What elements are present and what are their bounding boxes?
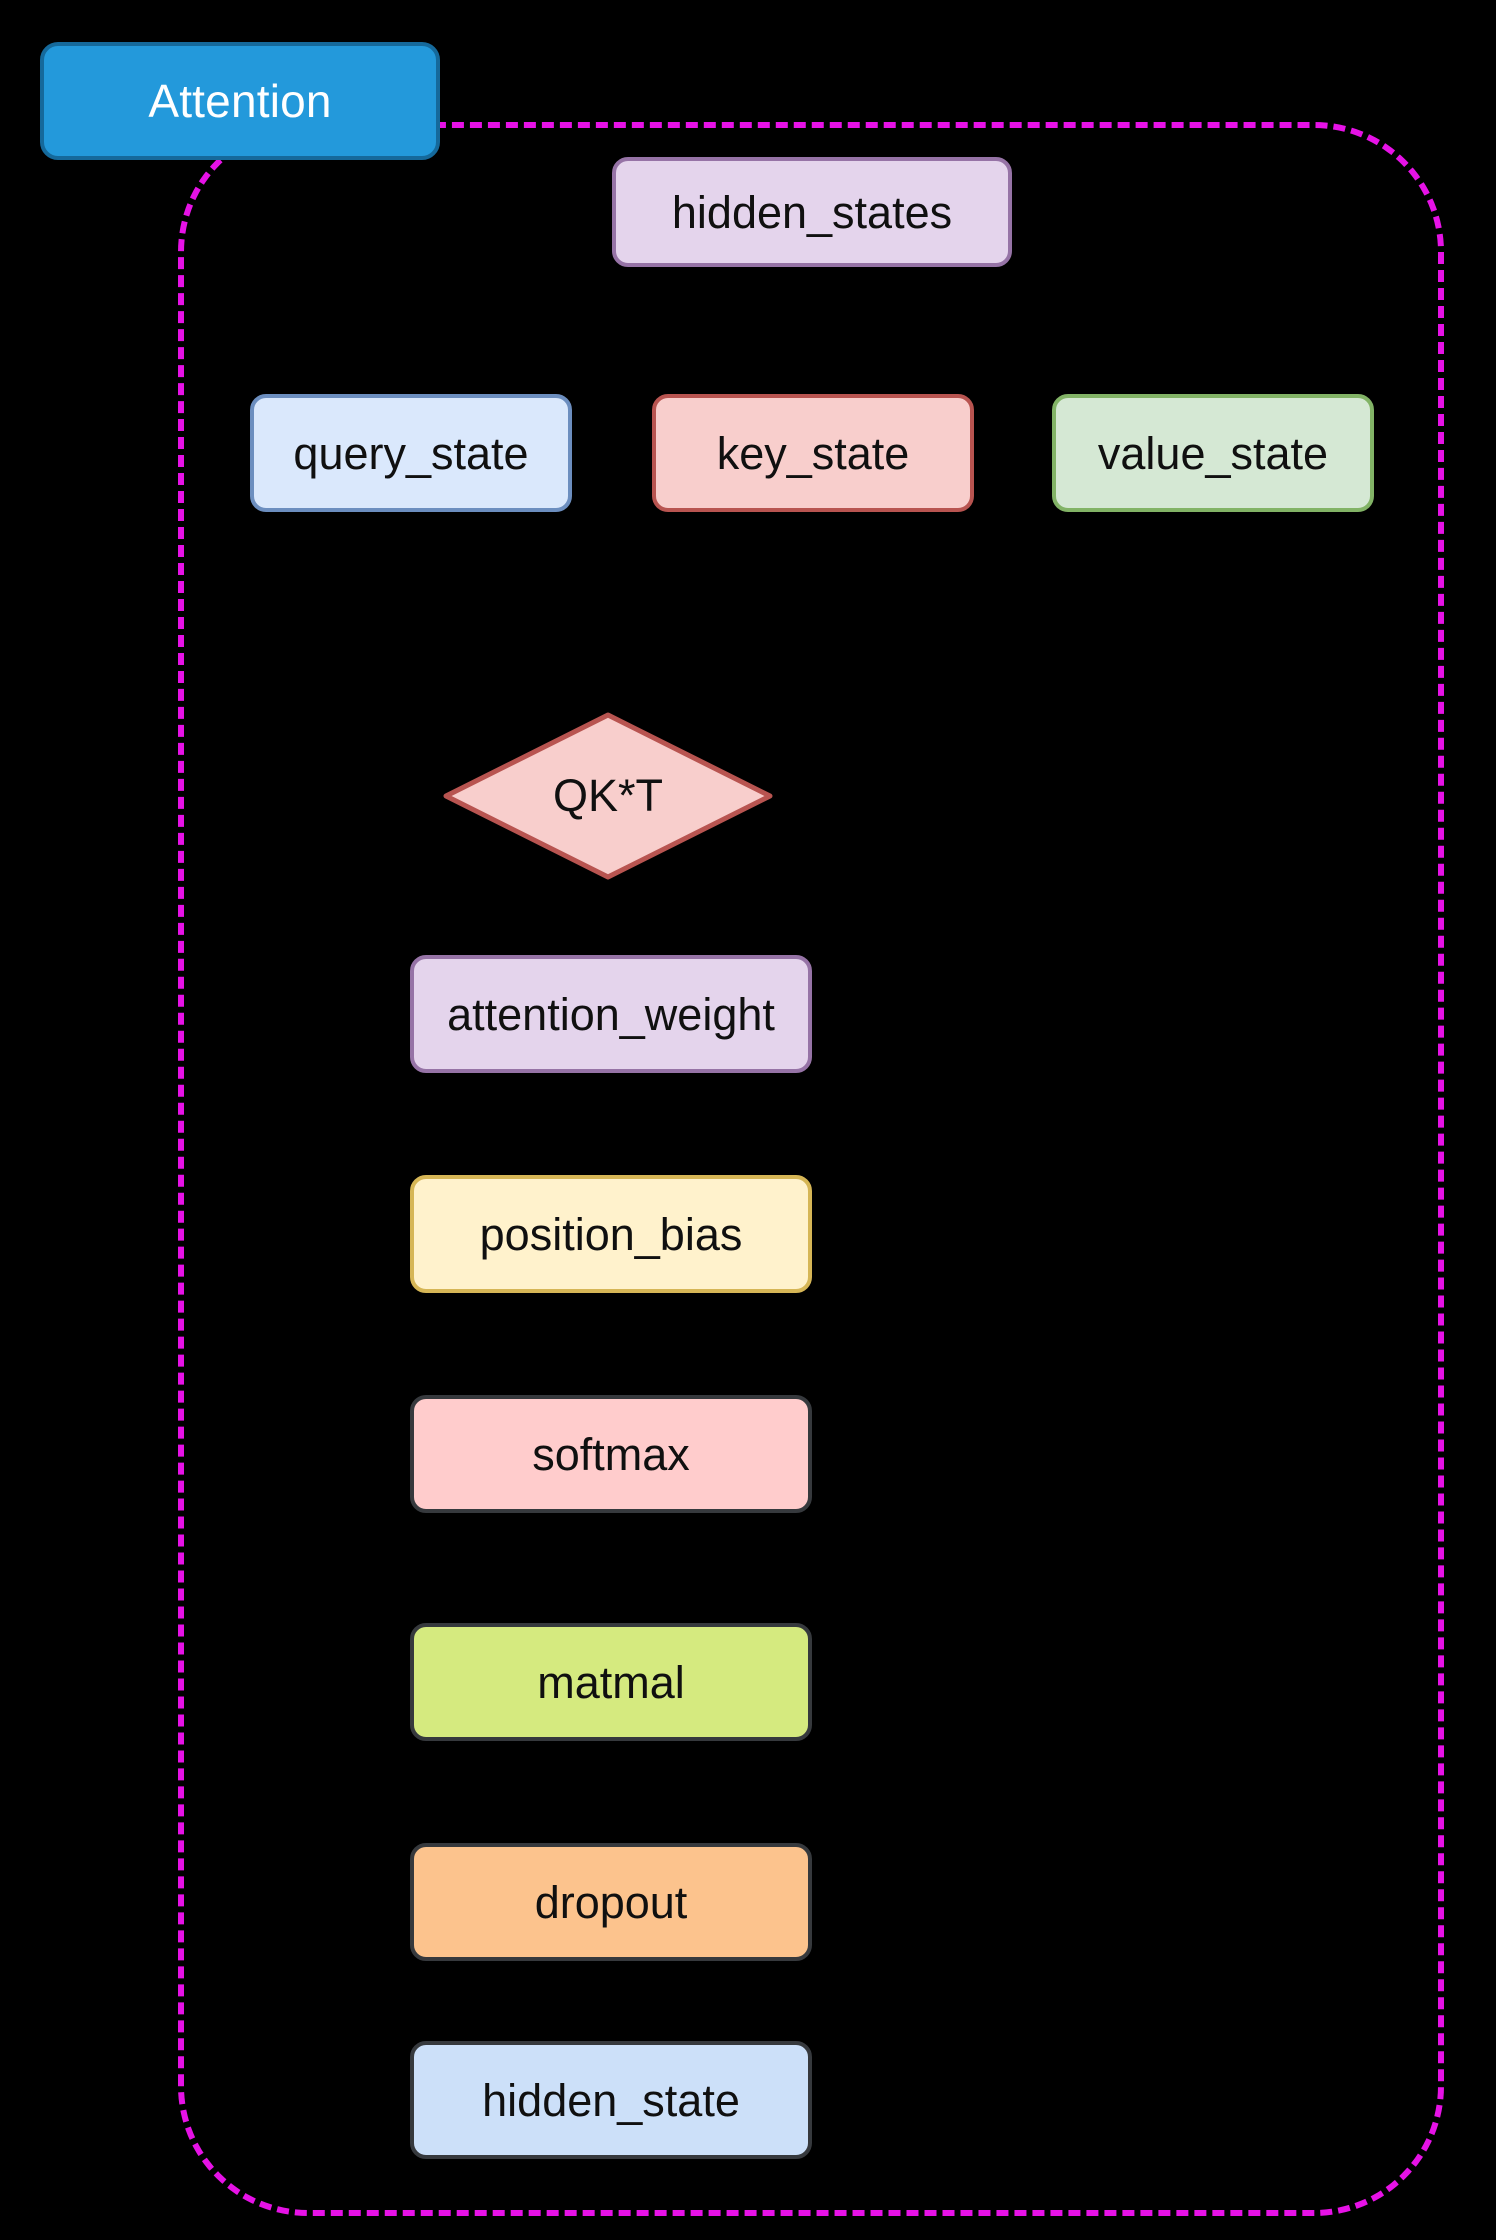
subgraph-title-label: Attention: [148, 75, 332, 127]
node-matmal[interactable]: matmal: [410, 1623, 812, 1741]
node-key-state-label: key_state: [716, 427, 910, 479]
node-hidden-states-label: hidden_states: [671, 186, 953, 238]
node-key-state[interactable]: key_state: [652, 394, 974, 512]
subgraph-attention-boundary: [178, 122, 1444, 2216]
node-dropout-label: dropout: [534, 1876, 688, 1928]
node-softmax-label: softmax: [532, 1428, 690, 1480]
node-position-bias-label: position_bias: [479, 1208, 743, 1260]
node-matmal-label: matmal: [537, 1656, 685, 1708]
node-query-state[interactable]: query_state: [250, 394, 572, 512]
node-qkt-diamond[interactable]: QK*T: [443, 712, 773, 880]
diamond-shape-icon: [443, 712, 773, 880]
node-query-state-label: query_state: [293, 427, 529, 479]
node-attention-weight[interactable]: attention_weight: [410, 955, 812, 1073]
node-attention-weight-label: attention_weight: [447, 988, 775, 1040]
node-value-state[interactable]: value_state: [1052, 394, 1374, 512]
subgraph-title-attention[interactable]: Attention: [40, 42, 440, 160]
node-hidden-states[interactable]: hidden_states: [612, 157, 1012, 267]
node-value-state-label: value_state: [1097, 427, 1329, 479]
node-softmax[interactable]: softmax: [410, 1395, 812, 1513]
node-dropout[interactable]: dropout: [410, 1843, 812, 1961]
node-hidden-state[interactable]: hidden_state: [410, 2041, 812, 2159]
node-position-bias[interactable]: position_bias: [410, 1175, 812, 1293]
node-hidden-state-label: hidden_state: [482, 2074, 740, 2126]
